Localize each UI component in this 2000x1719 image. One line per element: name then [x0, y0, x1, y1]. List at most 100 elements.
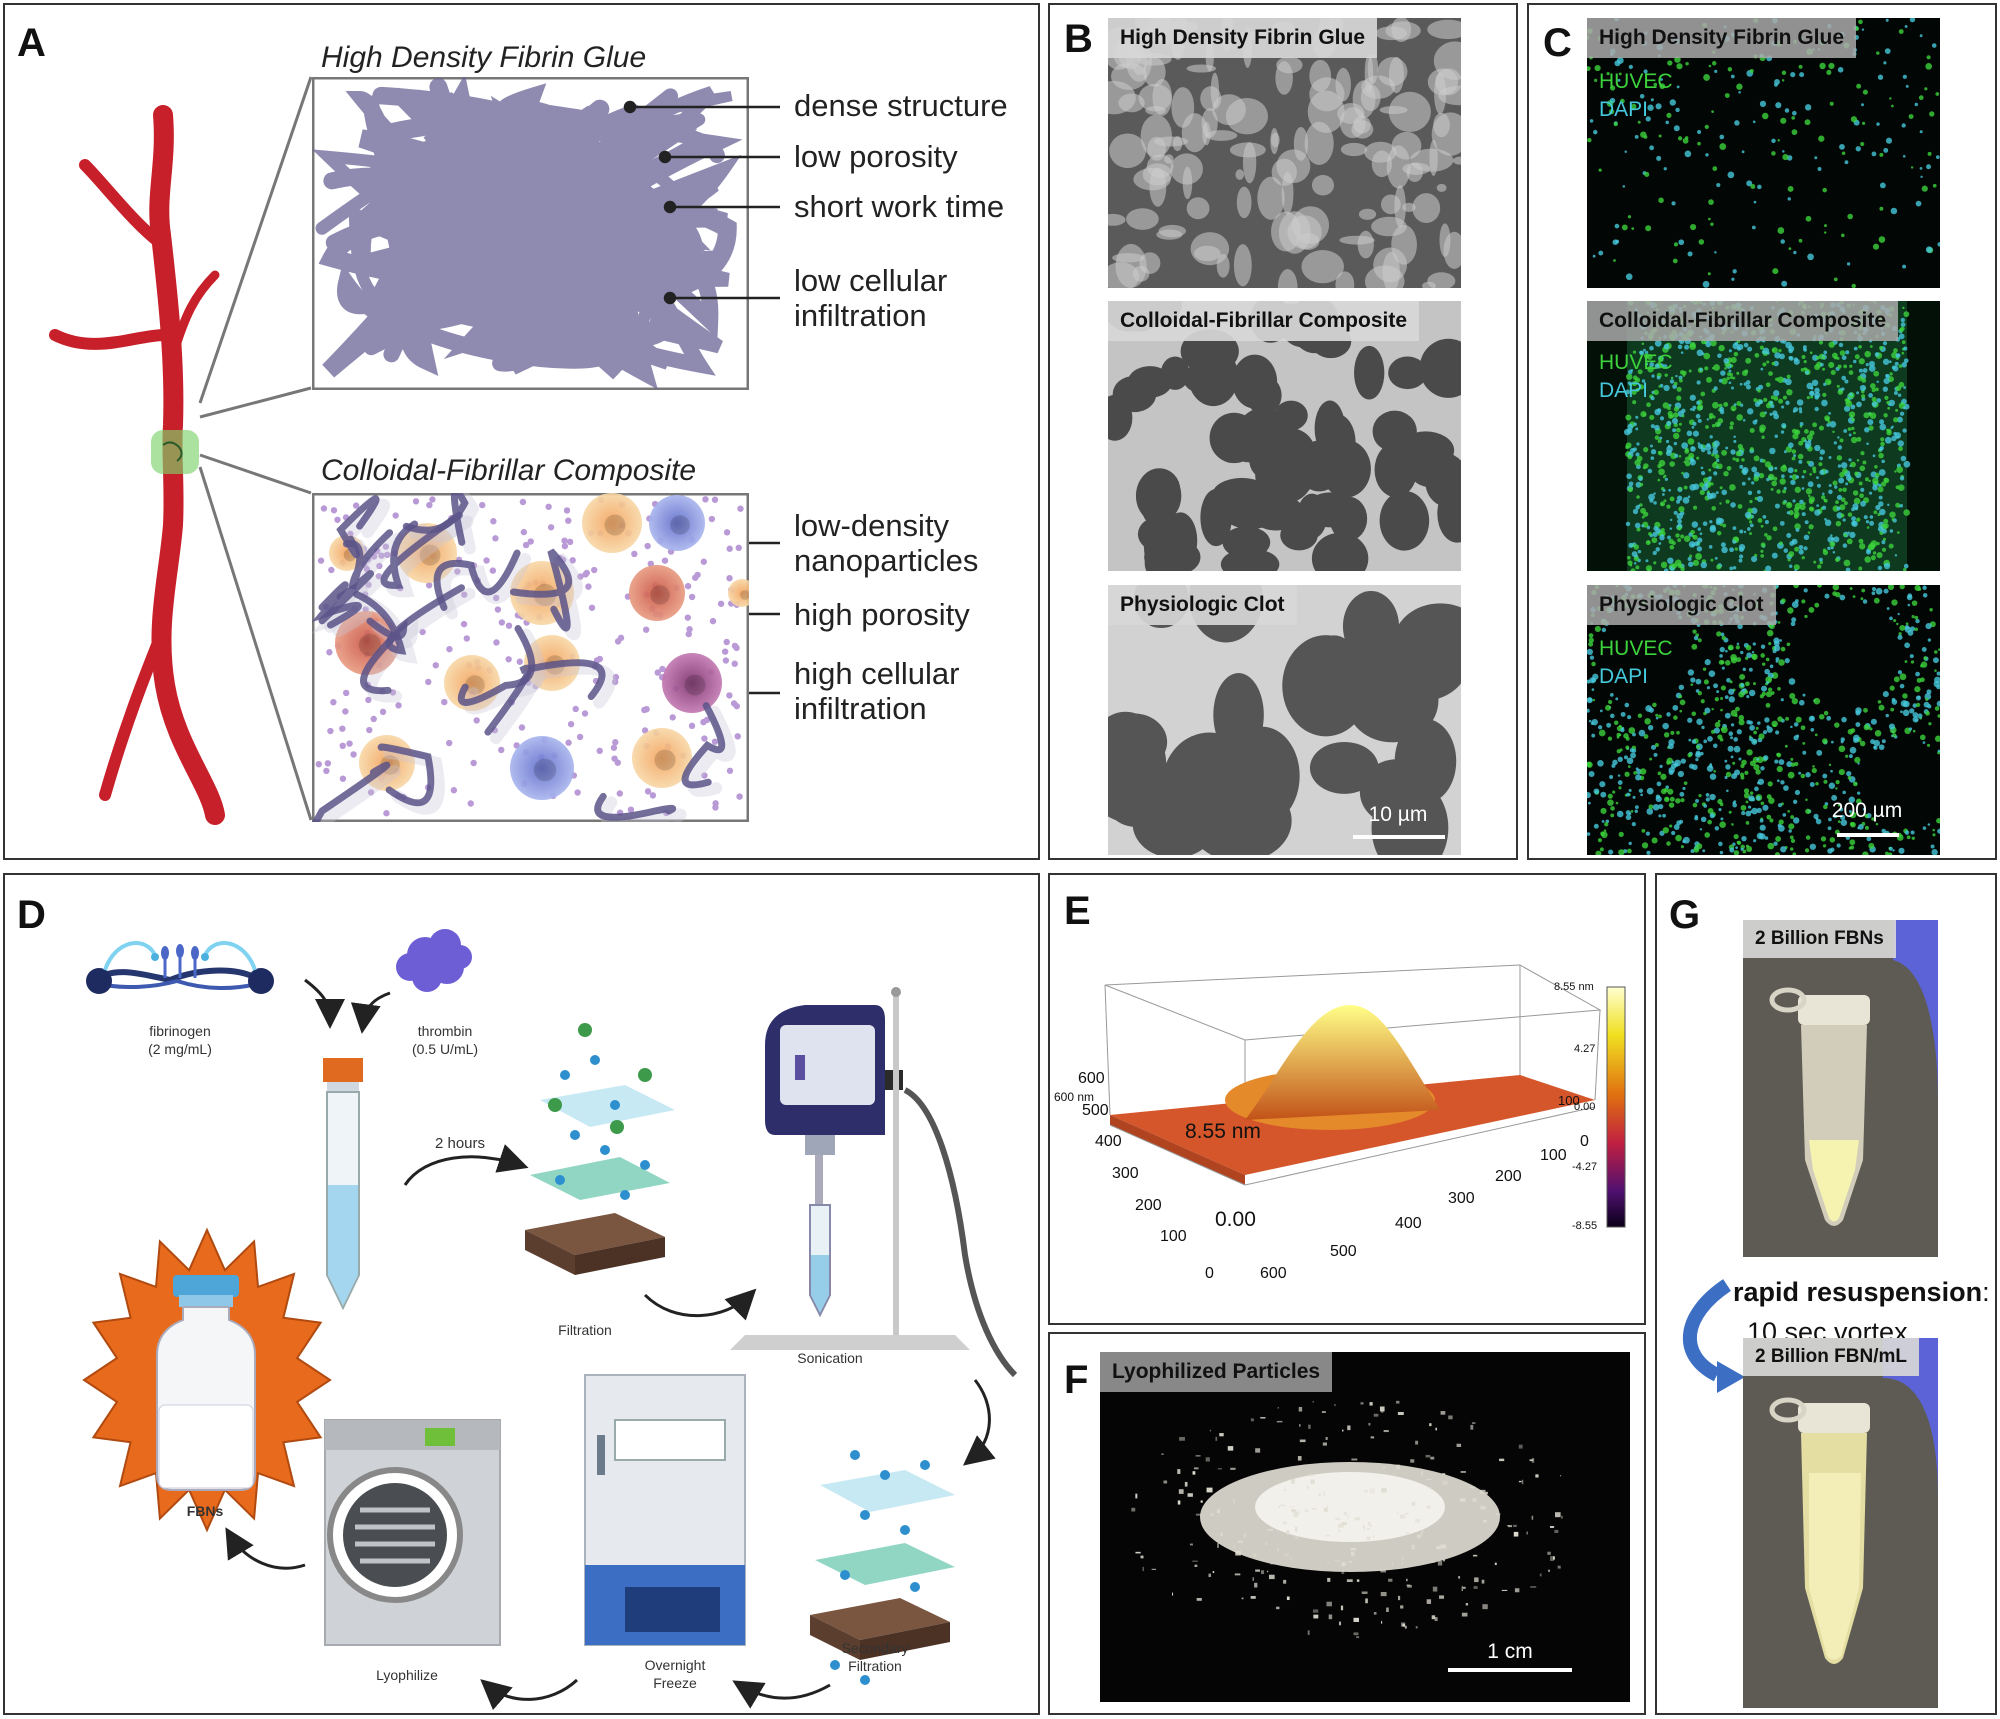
- panel-b: B High Density Fibrin Glue Colloidal-Fib…: [1048, 3, 1518, 860]
- channel-huvec-3: HUVEC: [1599, 637, 1673, 660]
- colorbar-tick-4-27: 4.27: [1574, 1043, 1596, 1055]
- channel-dapi-2: DAPI: [1599, 379, 1649, 402]
- afm-height-label: 8.55 nm: [1185, 1120, 1261, 1143]
- afm-bottom-tick-500: 500: [1330, 1243, 1357, 1260]
- annotation-high-porosity: high porosity: [794, 597, 970, 632]
- afm-left-tick-200: 200: [1135, 1197, 1162, 1214]
- thrombin-icon: [396, 929, 472, 992]
- fluor-scale-label: 200 µm: [1831, 799, 1903, 822]
- channel-dapi-1: DAPI: [1599, 98, 1649, 121]
- thrombin-label: thrombin: [417, 1023, 473, 1039]
- fluor-image-fibrin-glue: High Density Fibrin Glue HUVEC DAPI: [1587, 18, 1940, 288]
- annotation-high-cellular: high cellular: [794, 656, 960, 691]
- composite-illustration: [312, 493, 749, 822]
- panel-label-g: G: [1669, 893, 1701, 937]
- panel-label-b: B: [1064, 17, 1093, 61]
- panel-d: D: [3, 873, 1040, 1715]
- resuspension-bold: rapid resuspension: [1733, 1277, 1983, 1307]
- panel-label-a: A: [17, 21, 46, 65]
- afm-left-axis-unit: 600 nm: [1054, 1090, 1095, 1104]
- afm-bottom-tick-200: 200: [1495, 1168, 1522, 1185]
- sonication-label: Sonication: [797, 1350, 863, 1366]
- sonicator-icon: [730, 987, 1018, 1378]
- colorbar-tick-min: -8.55: [1572, 1220, 1598, 1232]
- lyophilized-scale-bar: [1448, 1668, 1572, 1672]
- sem-image-physiologic-clot: Physiologic Clot 10 µm: [1108, 585, 1461, 855]
- fluor-image-physiologic-clot: Physiologic Clot HUVEC DAPI 200 µm: [1587, 585, 1940, 855]
- fibrinogen-concentration: (2 mg/mL): [148, 1041, 212, 1057]
- annotation-high-infiltration: infiltration: [794, 691, 927, 726]
- fbn-vial-icon: [82, 1227, 332, 1533]
- afm-surface-plot: [1104, 964, 1626, 1228]
- resuspension-arrow: [1683, 1279, 1745, 1393]
- channel-huvec-2: HUVEC: [1599, 351, 1673, 374]
- sem-scale-label: 10 µm: [1368, 803, 1428, 826]
- resuspension-colon: :: [1982, 1277, 1990, 1307]
- afm-bottom-tick-0: 0: [1580, 1133, 1589, 1150]
- panel-label-e: E: [1064, 889, 1091, 933]
- afm-bottom-tick-100: 100: [1540, 1147, 1567, 1164]
- annotation-low-infiltration: infiltration: [794, 298, 927, 333]
- secondary-filtration-label: Filtration: [848, 1658, 902, 1674]
- secondary-filtration-icon: [810, 1450, 955, 1685]
- fibrin-glue-title: High Density Fibrin Glue: [321, 41, 647, 74]
- panel-g: G 2 Billion FBNs rapid resuspension: 10 …: [1655, 873, 1997, 1715]
- colorbar-tick-zero: 0.00: [1574, 1101, 1596, 1113]
- time-label: 2 hours: [434, 1135, 486, 1152]
- panel-label-c: C: [1543, 21, 1572, 65]
- filtration-label: Filtration: [558, 1322, 612, 1338]
- colorbar-tick-neg-4-27: -4.27: [1572, 1161, 1598, 1173]
- blood-vessel-illustration: [49, 105, 225, 825]
- afm-bottom-tick-300: 300: [1448, 1190, 1475, 1207]
- afm-left-tick-400: 400: [1095, 1133, 1122, 1150]
- freezer-icon: [584, 1374, 746, 1646]
- afm-left-tick-0: 0: [1205, 1265, 1214, 1282]
- afm-left-tick-100: 100: [1160, 1228, 1187, 1245]
- sem-tag-composite: Colloidal-Fibrillar Composite: [1108, 301, 1420, 341]
- fluor-tag-physiologic-clot: Physiologic Clot: [1587, 585, 1776, 625]
- afm-zero-label: 0.00: [1215, 1208, 1256, 1231]
- lyophilizer-icon: [324, 1419, 501, 1646]
- fluor-image-composite: Colloidal-Fibrillar Composite HUVEC DAPI: [1587, 301, 1940, 571]
- afm-left-tick-600: 600: [1078, 1070, 1105, 1087]
- fluor-tag-fibrin-glue: High Density Fibrin Glue: [1587, 18, 1857, 58]
- fluor-scale-bar: [1837, 833, 1899, 837]
- colorbar-tick-max: 8.55 nm: [1554, 981, 1594, 993]
- overnight-label: Overnight: [644, 1657, 706, 1673]
- panel-a: A High Density Fibrin Glue dense structu…: [3, 3, 1040, 860]
- annotation-short-work-time: short work time: [794, 189, 1005, 224]
- annotation-low-density: low-density: [794, 508, 950, 543]
- afm-left-tick-300: 300: [1112, 1165, 1139, 1182]
- sem-scale-bar: [1353, 835, 1445, 839]
- fibrinogen-icon: [86, 941, 274, 994]
- panel-e: E 8.55 nm 0.00 600 nm 600 500 400 300 20…: [1048, 873, 1646, 1325]
- lyophilized-scale-label: 1 cm: [1487, 1640, 1533, 1663]
- panel-c: C High Density Fibrin Glue HUVEC DAPI Co…: [1527, 3, 1997, 860]
- lyophilize-label: Lyophilize: [376, 1667, 438, 1683]
- afm-bottom-tick-600: 600: [1260, 1265, 1287, 1282]
- afm-bottom-tick-400: 400: [1395, 1215, 1422, 1232]
- sem-tag-physiologic-clot: Physiologic Clot: [1108, 585, 1297, 625]
- sem-image-composite: Colloidal-Fibrillar Composite: [1108, 301, 1461, 571]
- channel-huvec-1: HUVEC: [1599, 70, 1673, 93]
- freeze-label: Freeze: [653, 1675, 697, 1691]
- annotation-low-porosity: low porosity: [794, 139, 958, 174]
- dense-fibrin-illustration: [312, 77, 749, 390]
- sem-tag-fibrin-glue: High Density Fibrin Glue: [1108, 18, 1378, 58]
- afm-left-tick-500: 500: [1082, 1102, 1109, 1119]
- tube-photo-bottom: 2 Billion FBN/mL: [1743, 1338, 1938, 1708]
- fbns-label: FBNs: [186, 1503, 224, 1519]
- channel-dapi-3: DAPI: [1599, 665, 1649, 688]
- annotation-low-cellular: low cellular: [794, 263, 948, 298]
- conical-tube-icon: [323, 1058, 363, 1311]
- secondary-label: Secondary: [841, 1640, 909, 1656]
- sem-image-fibrin-glue: High Density Fibrin Glue: [1108, 18, 1461, 288]
- afm-right-tick-100: 100: [1558, 1093, 1580, 1108]
- panel-label-f: F: [1064, 1358, 1089, 1402]
- filtration-icon: [525, 1023, 675, 1275]
- fluor-tag-composite: Colloidal-Fibrillar Composite: [1587, 301, 1899, 341]
- tube-tag-bottom: 2 Billion FBN/mL: [1743, 1338, 1919, 1376]
- zoom-lines: [198, 76, 313, 821]
- lyophilized-tag: Lyophilized Particles: [1100, 1352, 1333, 1392]
- annotation-nanoparticles: nanoparticles: [794, 543, 979, 578]
